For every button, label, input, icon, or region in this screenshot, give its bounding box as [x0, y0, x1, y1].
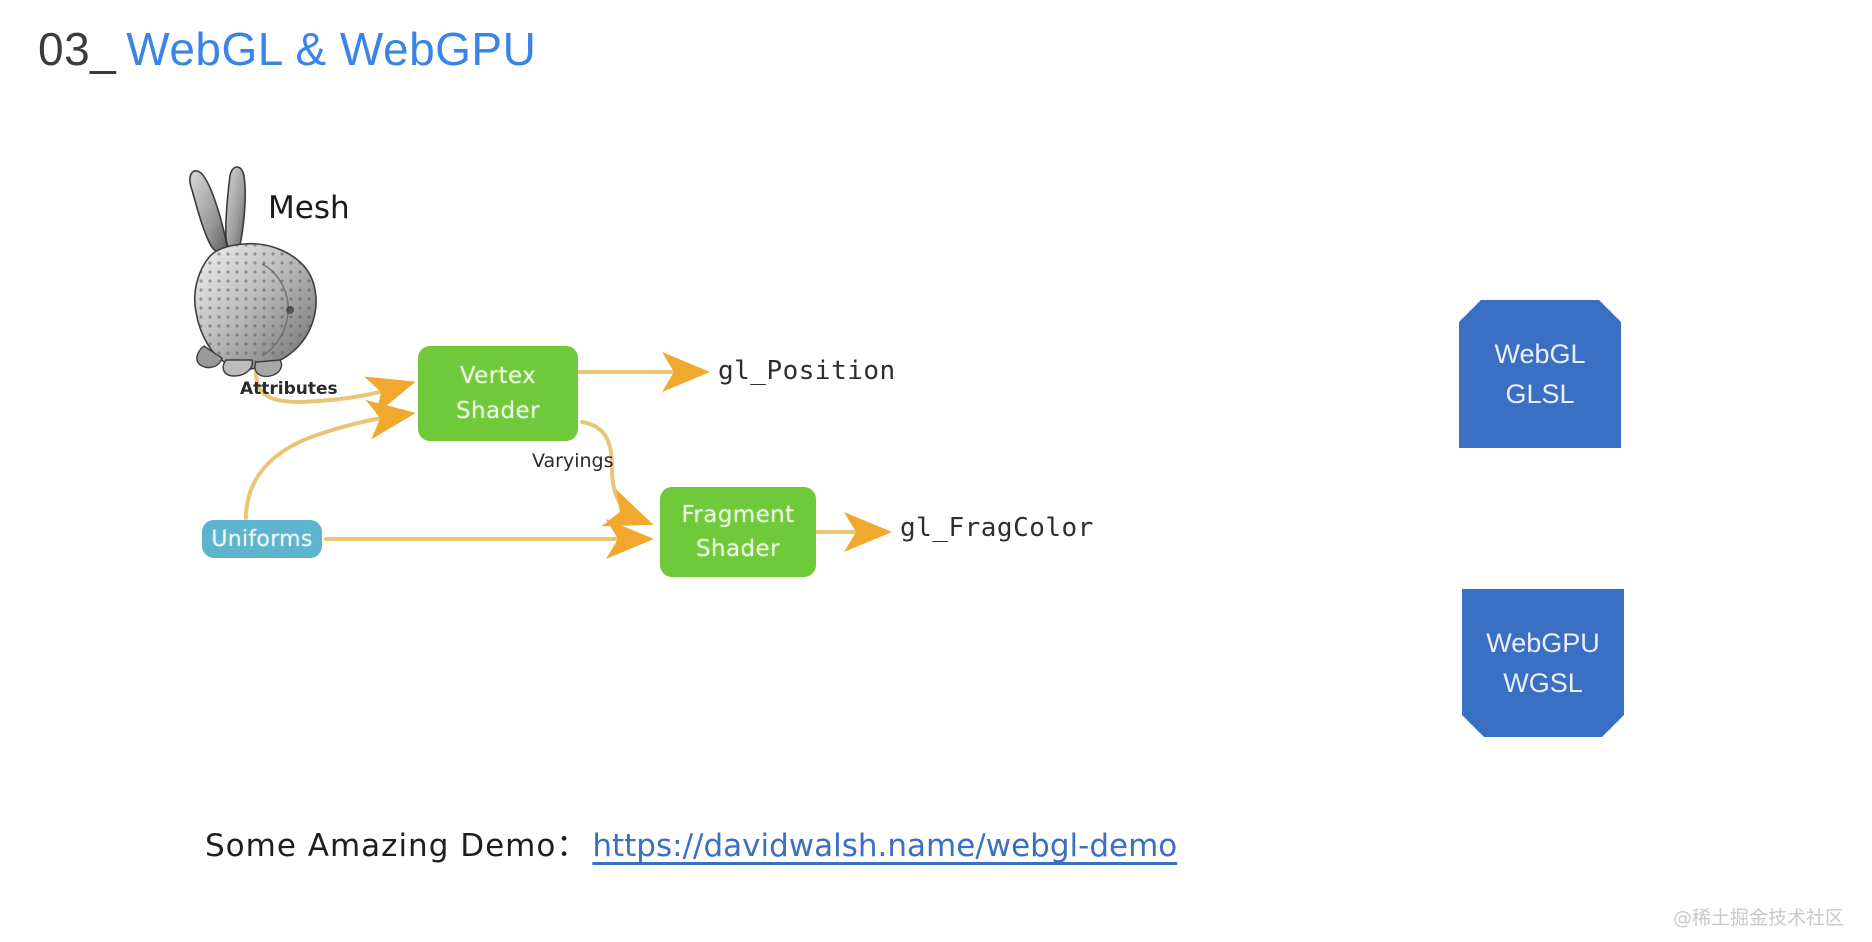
shape-webgpu-wgsl[interactable]: WebGPU WGSL [1462, 589, 1624, 737]
node-fragment-shader[interactable]: Fragment Shader [660, 487, 816, 577]
fragment-shader-label-line2: Shader [696, 536, 780, 562]
webgl-shape-line2: GLSL [1505, 379, 1575, 409]
shape-webgl-glsl[interactable]: WebGL GLSL [1459, 300, 1621, 448]
node-uniforms[interactable]: Uniforms [202, 520, 322, 558]
demo-line: Some Amazing Demo：https://davidwalsh.nam… [205, 820, 1177, 865]
slide-number: 03_ [38, 23, 117, 75]
mesh-label: Mesh [268, 190, 350, 226]
mesh-bunny-icon [170, 160, 350, 380]
demo-link[interactable]: https://davidwalsh.name/webgl-demo [592, 828, 1178, 864]
watermark: @稀土掘金技术社区 [1672, 907, 1844, 929]
vertex-shader-label-line2: Shader [456, 397, 540, 424]
edge-label-varyings: Varyings [532, 450, 614, 472]
demo-prefix: Some Amazing Demo： [205, 828, 589, 864]
edge-label-attributes: Attributes [240, 379, 338, 399]
output-gl-position: gl_Position [718, 356, 896, 386]
page-title: 03_WebGL & WebGPU [38, 22, 536, 76]
uniforms-label: Uniforms [211, 526, 313, 552]
slide-subject: WebGL & WebGPU [126, 23, 537, 75]
diagram-connectors [244, 352, 892, 559]
node-vertex-shader[interactable]: Vertex Shader [418, 346, 578, 441]
webgpu-shape-line1: WebGPU [1486, 627, 1600, 658]
webgl-shape-line1: WebGL [1494, 338, 1586, 369]
output-gl-fragcolor: gl_FragColor [900, 513, 1094, 543]
webgpu-shape-line2: WGSL [1503, 668, 1583, 698]
shader-pipeline-diagram: Mesh Vertex Shader Fragment Shader Unifo… [150, 150, 1150, 710]
fragment-shader-label-line1: Fragment [681, 501, 795, 528]
vertex-shader-label-line1: Vertex [459, 363, 537, 390]
